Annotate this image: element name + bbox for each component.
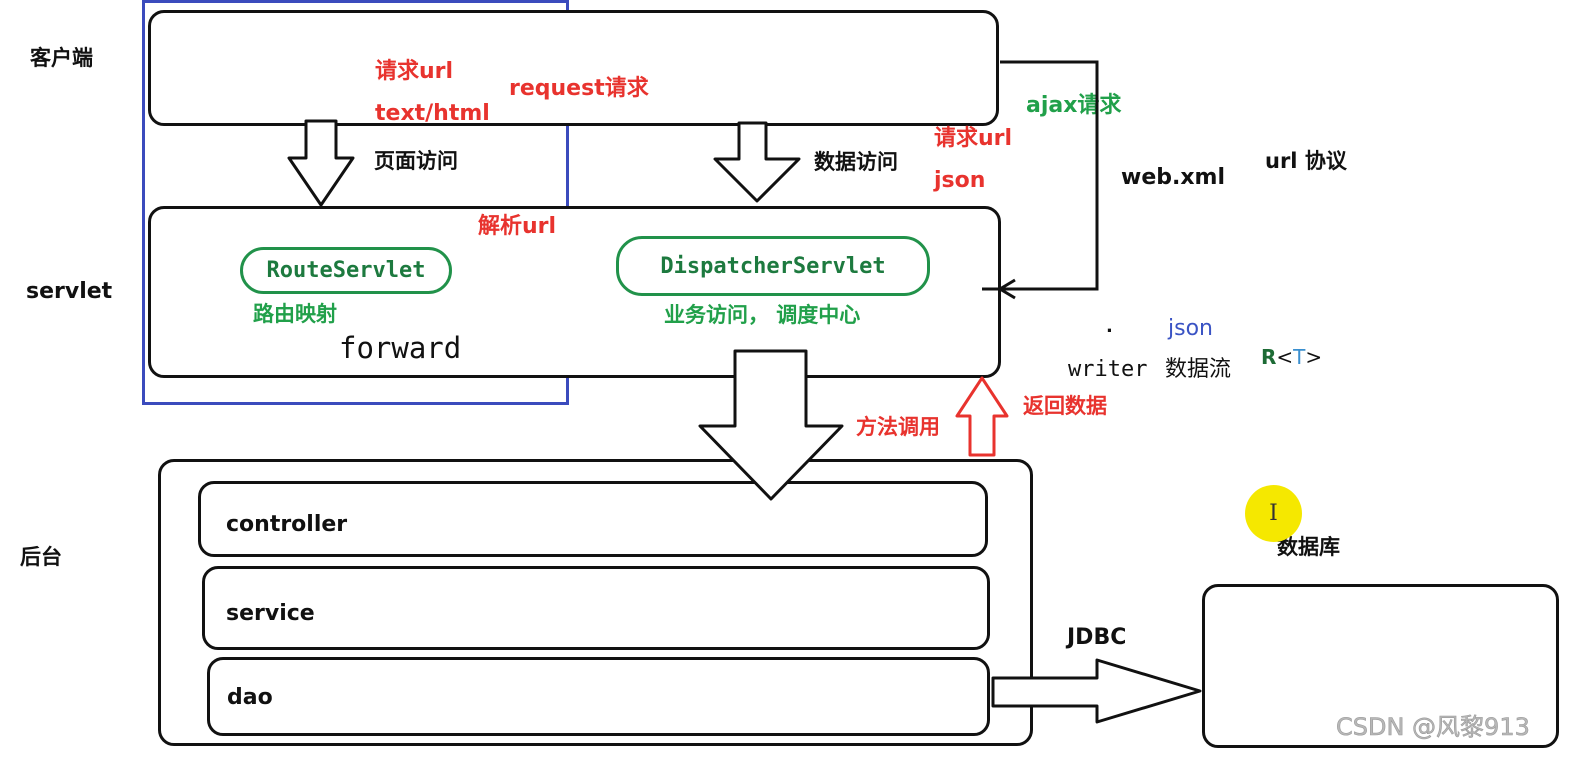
servlet-layer-label: servlet [26, 279, 113, 304]
text-cursor-icon: I [1269, 501, 1278, 526]
json-label: json [934, 168, 986, 193]
ajax-connector-line [982, 60, 1099, 291]
method-call-label: 方法调用 [856, 415, 940, 439]
forward-label: forward [339, 331, 462, 365]
page-access-label: 页面访问 [374, 149, 458, 173]
request-url-label-2: 请求url [934, 126, 1013, 151]
request-label: request请求 [509, 76, 649, 101]
ajax-connector-arrowhead [997, 278, 1016, 300]
writer-label: writer [1068, 357, 1148, 382]
web-xml-label: web.xml [1121, 165, 1226, 190]
url-protocol-label: url 协议 [1265, 149, 1347, 173]
dispatcher-desc-label: 业务访问， 调度中心 [664, 303, 861, 327]
data-stream-label: 数据流 [1165, 357, 1232, 382]
dispatcher-servlet-node: DispatcherServlet [616, 236, 930, 296]
jdbc-label: JDBC [1067, 625, 1127, 650]
dao-layer: dao [207, 657, 990, 736]
r-generic-label: R<T> [1261, 347, 1322, 367]
controller-label: controller [226, 512, 348, 537]
return-data-label: 返回数据 [1023, 394, 1107, 418]
method-call-arrow [698, 349, 844, 501]
route-servlet-node: RouteServlet [240, 247, 452, 294]
data-access-arrow [713, 121, 801, 203]
json-note: json [1168, 316, 1213, 341]
controller-layer: controller [198, 481, 988, 557]
backend-layer-label: 后台 [20, 545, 62, 569]
return-data-arrow [955, 376, 1009, 457]
dot-mark: . [1106, 316, 1113, 337]
r-prefix: R [1261, 345, 1277, 369]
r-generic-close: > [1305, 345, 1323, 369]
selection-frame [142, 0, 569, 405]
service-layer: service [202, 566, 990, 650]
r-generic-open: < [1276, 345, 1294, 369]
data-access-label: 数据访问 [814, 150, 898, 174]
service-label: service [226, 601, 315, 626]
parse-url-label: 解析url [478, 214, 557, 239]
route-mapping-label: 路由映射 [253, 302, 337, 326]
page-access-arrow [287, 119, 355, 207]
jdbc-arrow [991, 658, 1202, 724]
client-box [148, 10, 999, 126]
text-html-label: text/html [375, 101, 490, 126]
dao-label: dao [227, 685, 273, 710]
cursor-highlight-icon: I [1245, 485, 1302, 542]
r-generic-t: T [1293, 345, 1306, 369]
database-label: 数据库 [1277, 535, 1340, 559]
watermark: CSDN @风黎913 [1336, 713, 1530, 741]
client-layer-label: 客户端 [30, 46, 93, 70]
request-url-label: 请求url [375, 59, 454, 84]
database-box [1202, 584, 1559, 748]
